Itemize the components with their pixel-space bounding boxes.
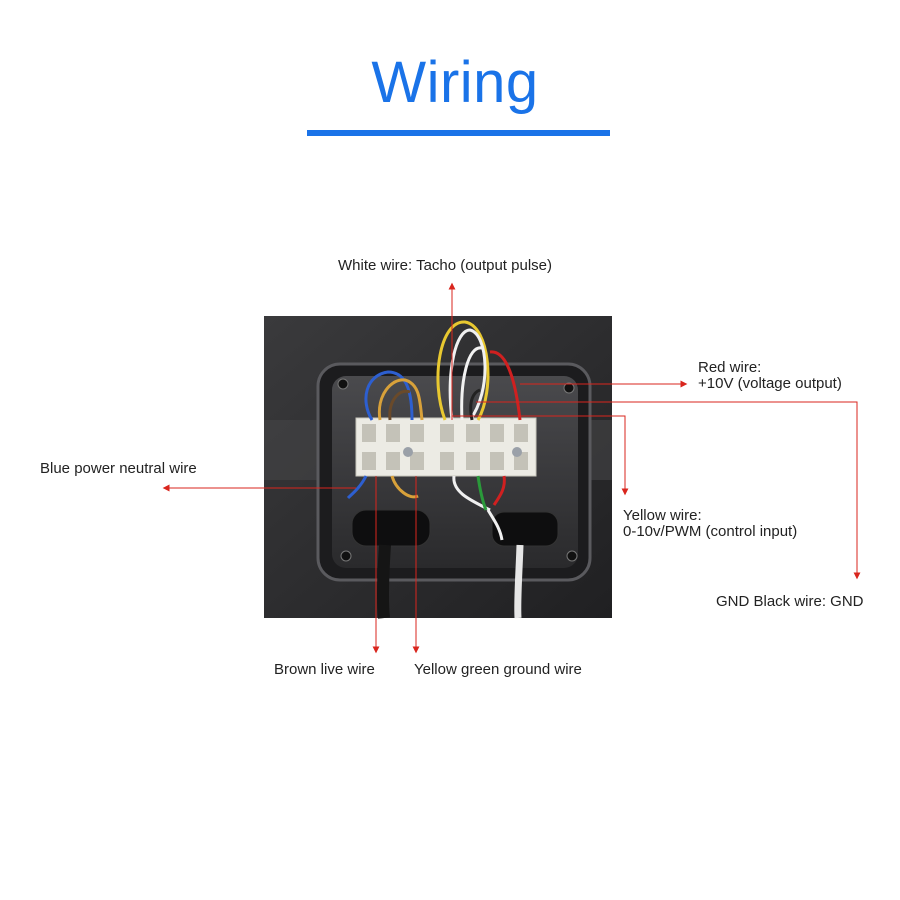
title-underline: [307, 130, 610, 136]
label-blue-wire: Blue power neutral wire: [40, 460, 197, 477]
label-white-wire: White wire: Tacho (output pulse): [338, 257, 552, 274]
label-ground-wire: Yellow green ground wire: [414, 661, 582, 678]
label-yellow-wire-title: Yellow wire:: [623, 507, 702, 524]
label-yellow-wire-desc: 0-10v/PWM (control input): [623, 523, 798, 540]
label-red-wire-desc: +10V (voltage output): [698, 375, 842, 392]
label-brown-wire: Brown live wire: [274, 661, 375, 678]
label-red-wire-title: Red wire:: [698, 359, 762, 376]
callout-yellow: [452, 415, 629, 496]
label-gnd-wire: GND Black wire: GND: [716, 593, 864, 610]
callout-gnd: [476, 401, 861, 580]
page-title: Wiring: [371, 50, 539, 115]
